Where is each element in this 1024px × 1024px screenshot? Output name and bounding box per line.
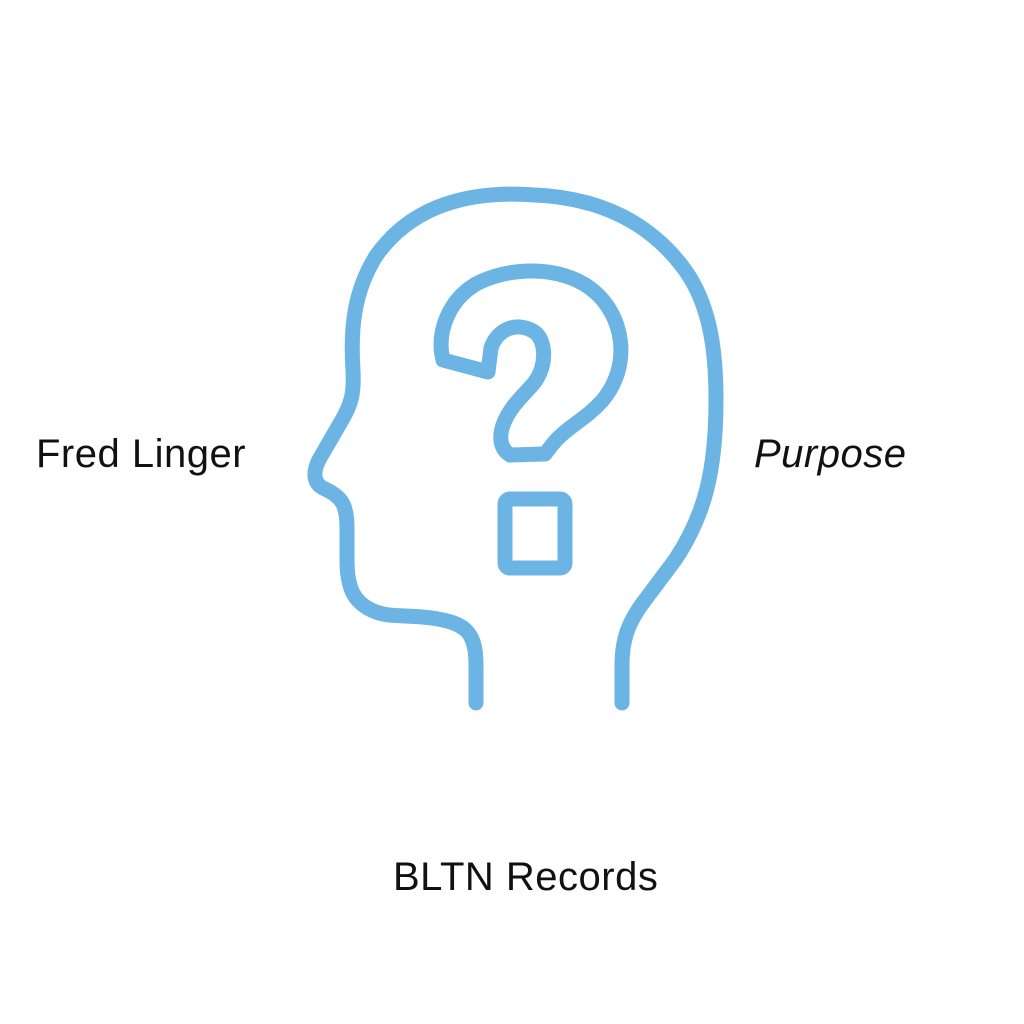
question-mark-dot <box>497 491 573 576</box>
head-outline <box>307 186 724 711</box>
artist-name: Fred Linger <box>36 432 247 476</box>
question-mark-hook <box>433 263 629 463</box>
record-label-name: BLTN Records <box>393 855 659 899</box>
album-title: Purpose <box>754 432 907 476</box>
